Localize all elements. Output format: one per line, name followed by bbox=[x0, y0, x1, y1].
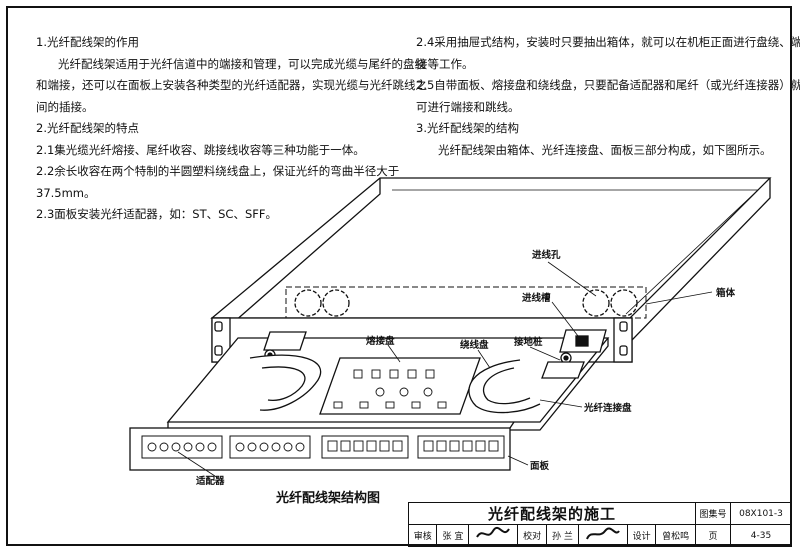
label-adapter: 适配器 bbox=[196, 475, 225, 487]
enclosure-box bbox=[210, 177, 772, 341]
label-inlet-hole: 进线孔 bbox=[532, 249, 561, 261]
leader-lines bbox=[177, 261, 713, 479]
page-number: 4-35 bbox=[730, 524, 792, 547]
left-text-line: 2.3面板安装光纤适配器，如：ST、SC、SFF。 bbox=[36, 207, 277, 221]
check-label: 校对 bbox=[517, 524, 547, 547]
right-text-column: 2.4采用抽屉式结构，安装时只要抽出箱体，就可以在机柜正面进行盘绕、端接等工作。… bbox=[416, 32, 800, 161]
diagram-caption: 光纤配线架结构图 bbox=[276, 491, 381, 506]
reviewer-name: 张 宜 bbox=[436, 524, 470, 547]
design-label: 设计 bbox=[626, 524, 657, 547]
left-text-line: 2.光纤配线架的特点 bbox=[36, 121, 139, 135]
right-text-line: 可进行端接和跳线。 bbox=[416, 99, 520, 114]
label-inlet-slot: 进线槽 bbox=[522, 292, 551, 304]
left-text-line: 1.光纤配线架的作用 bbox=[36, 35, 139, 49]
atlas-number: 08X101-3 bbox=[730, 502, 792, 525]
checker-name: 孙 兰 bbox=[545, 524, 579, 547]
front-panel bbox=[129, 421, 515, 471]
left-text-line: 间的插接。 bbox=[36, 99, 94, 114]
right-text-line: 2.4采用抽屉式结构，安装时只要抽出箱体，就可以在机柜正面进行盘绕、端 bbox=[416, 35, 800, 49]
left-text-line: 37.5mm。 bbox=[36, 185, 96, 200]
right-text-line: 光纤配线架由箱体、光纤连接盘、面板三部分构成，如下图所示。 bbox=[438, 142, 772, 157]
title-block: 光纤配线架的施工 图集号 08X101-3 审核 张 宜 校对 孙 兰 设计 曾… bbox=[407, 502, 792, 547]
left-text-line: 2.1集光缆光纤熔接、尾纤收容、跳接线收容等三种功能于一体。 bbox=[36, 142, 365, 157]
left-text-line: 和端接，还可以在面板上安装各种类型的光纤适配器，实现光缆与光纤跳线之 bbox=[36, 78, 427, 92]
drawing-frame bbox=[6, 6, 792, 546]
label-enclosure: 箱体 bbox=[715, 287, 736, 299]
atlas-label: 图集号 bbox=[695, 502, 731, 525]
label-ground-post: 接地桩 bbox=[514, 336, 543, 348]
left-text-column: 1.光纤配线架的作用光纤配线架适用于光纤信道中的端接和管理，可以完成光缆与尾纤的… bbox=[36, 32, 427, 226]
right-text-line: 接等工作。 bbox=[416, 56, 474, 71]
checker-signature bbox=[577, 524, 628, 547]
page-label: 页 bbox=[695, 524, 731, 547]
drawing-title: 光纤配线架的施工 bbox=[408, 502, 696, 525]
reviewer-signature bbox=[468, 524, 519, 547]
connection-tray bbox=[166, 329, 610, 431]
left-text-line: 2.2余长收容在两个特制的半圆塑料绕线盘上，保证光纤的弯曲半径大于 bbox=[36, 164, 400, 178]
label-splice-tray: 熔接盘 bbox=[366, 335, 395, 347]
label-winding-tray: 绕线盘 bbox=[460, 339, 489, 351]
left-text-line: 光纤配线架适用于光纤信道中的端接和管理，可以完成光缆与尾纤的盘绕 bbox=[58, 56, 426, 71]
right-text-line: 3.光纤配线架的结构 bbox=[416, 121, 519, 135]
label-panel: 面板 bbox=[530, 460, 550, 472]
designer-name: 曾松鸣 bbox=[655, 524, 696, 547]
right-text-line: 2.5自带面板、熔接盘和绕线盘，只要配备适配器和尾纤（或光纤连接器）就 bbox=[416, 78, 800, 92]
label-connection-tray: 光纤连接盘 bbox=[583, 402, 632, 414]
review-label: 审核 bbox=[407, 524, 438, 547]
